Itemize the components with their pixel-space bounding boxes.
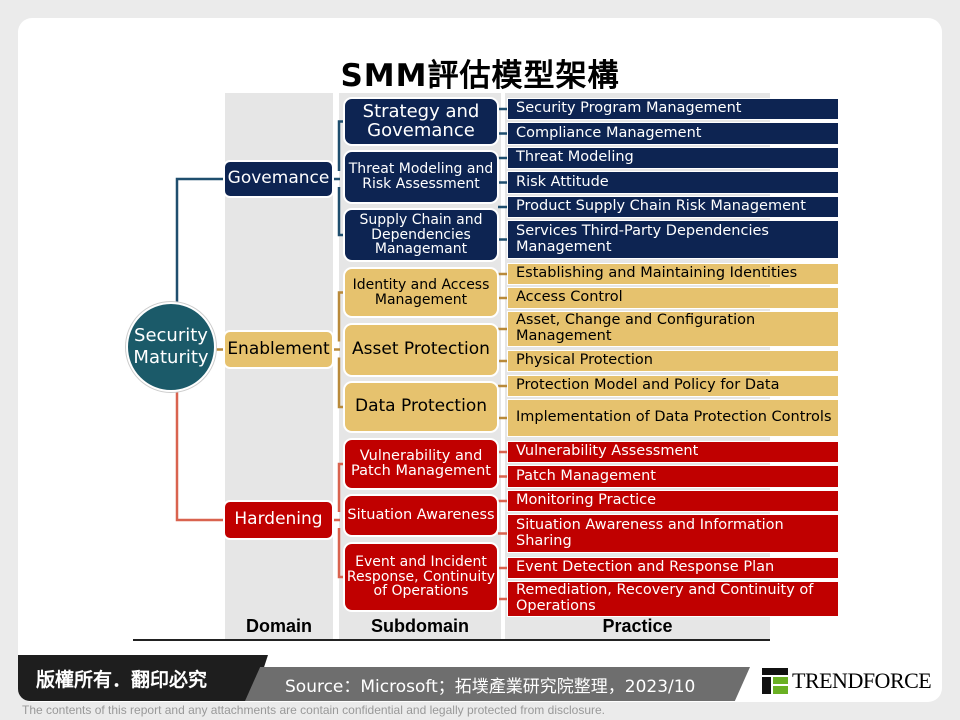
practice-item: Protection Model and Policy for Data [507,375,839,397]
practice-item: Event Detection and Response Plan [507,557,839,579]
column-label-practice: Practice [602,616,673,636]
domain-enablement: Enablement [223,330,334,369]
connector [337,528,344,579]
root-node-security-maturity: Security Maturity [126,302,216,392]
subdomain-node: Event and Incident Response, Continuity … [343,542,499,612]
domain-hardening: Hardening [223,500,334,540]
disclaimer: The contents of this report and any atta… [22,703,605,717]
practice-item: Risk Attitude [507,171,839,194]
subdomain-node: Strategy and Govemance [343,97,499,146]
trendforce-logo: TRENDFORCE [762,668,932,694]
practice-item: Patch Management [507,465,839,488]
subdomain-node: Asset Protection [343,323,499,377]
subdomain-node: Identity and Access Management [343,267,499,318]
practice-item: Vulnerability Assessment [507,441,839,463]
practice-item: Situation Awareness and Information Shar… [507,514,839,553]
slide-title: SMM評估模型架構 [340,58,620,94]
copyright-banner: 版權所有．翻印必究 [18,655,268,701]
connector [337,291,344,342]
column-label-domain: Domain [245,616,312,636]
practice-item: Physical Protection [507,350,839,372]
practice-item: Compliance Management [507,122,839,145]
connector [337,187,344,237]
subdomain-node: Threat Modeling and Risk Assessment [343,150,499,204]
connector [337,357,344,409]
subdomain-node: Data Protection [343,381,499,433]
subdomain-node: Vulnerability and Patch Management [343,438,499,490]
practice-item: Services Third-Party Dependencies Manage… [507,220,839,259]
connector [175,392,224,522]
practice-item: Monitoring Practice [507,490,839,512]
practice-item: Access Control [507,287,839,309]
trendforce-logo-icon [762,668,788,694]
practice-item: Security Program Management [507,98,839,120]
practice-item: Product Supply Chain Risk Management [507,196,839,218]
trendforce-logo-text: TRENDFORCE [792,668,932,693]
practice-item: Implementation of Data Protection Contro… [507,399,839,437]
divider [133,639,770,641]
practice-item: Remediation, Recovery and Continuity of … [507,581,839,617]
source-banner: Source：Microsoft；拓墣產業研究院整理，2023/10 [245,667,750,701]
column-label-subdomain: Subdomain [371,616,469,636]
domain-govemance: Govemance [223,160,334,198]
practice-item: Asset, Change and Configuration Manageme… [507,311,839,347]
practice-item: Establishing and Maintaining Identities [507,263,839,285]
practice-item: Threat Modeling [507,147,839,169]
subdomain-node: Situation Awareness [343,494,499,537]
connector [337,120,344,171]
connector [337,462,344,512]
connector [175,177,224,302]
subdomain-node: Supply Chain and Dependencies Managemant [343,208,499,262]
